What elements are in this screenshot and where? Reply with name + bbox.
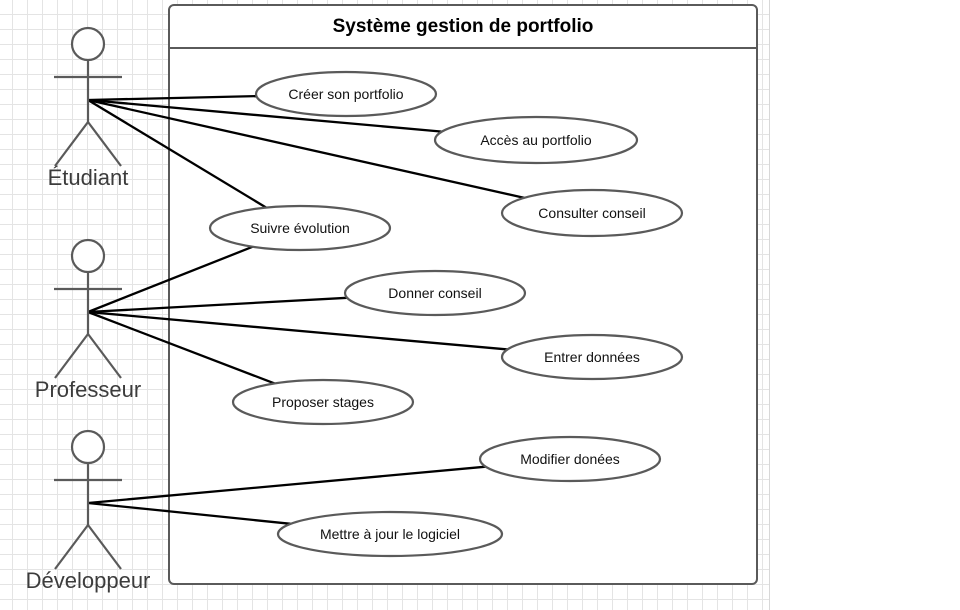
actor-left-leg (54, 121, 89, 167)
use-case-creer[interactable]: Créer son portfolio (254, 70, 438, 118)
use-case-acces[interactable]: Accès au portfolio (433, 115, 639, 165)
use-case-label: Modifier donées (520, 451, 620, 467)
use-case-modifier[interactable]: Modifier donées (478, 435, 662, 483)
associations-layer (87, 94, 525, 525)
use-case-label: Entrer données (544, 349, 640, 365)
use-case-ellipse (276, 510, 504, 558)
use-case-label: Créer son portfolio (288, 86, 403, 102)
actor-label-etudiant: Étudiant (48, 165, 129, 190)
actor-head (70, 26, 106, 62)
use-case-ellipse (254, 70, 438, 118)
association-developpeur-modifier[interactable] (87, 465, 486, 505)
actor-professeur[interactable] (54, 238, 122, 379)
actor-right-leg (87, 121, 122, 167)
use-case-donner[interactable]: Donner conseil (343, 269, 527, 317)
use-case-label: Proposer stages (272, 394, 374, 410)
use-case-ellipse (478, 435, 662, 483)
association-developpeur-mettre[interactable] (87, 501, 291, 525)
system-header: Système gestion de portfolio (170, 6, 756, 49)
use-case-consulter[interactable]: Consulter conseil (500, 188, 684, 238)
use-case-proposer[interactable]: Proposer stages (231, 378, 415, 426)
use-case-ellipse (500, 188, 684, 238)
use-case-ellipse (343, 269, 527, 317)
actor-left-leg (54, 333, 89, 379)
actor-right-leg (87, 333, 122, 379)
actor-label-developpeur: Développeur (26, 568, 151, 593)
actor-left-leg (54, 524, 89, 570)
system-title: Système gestion de portfolio (332, 15, 594, 37)
use-case-label: Mettre à jour le logiciel (320, 526, 460, 542)
association-etudiant-consulter[interactable] (87, 98, 525, 199)
association-etudiant-suivre[interactable] (87, 99, 267, 209)
use-case-ellipse (433, 115, 639, 165)
use-case-ellipse (500, 333, 684, 381)
association-professeur-entrer[interactable] (87, 310, 508, 351)
actor-etudiant[interactable] (54, 26, 122, 167)
association-professeur-suivre[interactable] (87, 245, 254, 314)
association-professeur-proposer[interactable] (87, 310, 275, 385)
use-case-entrer[interactable]: Entrer données (500, 333, 684, 381)
use-case-ellipse (208, 204, 392, 252)
use-case-label: Suivre évolution (250, 220, 350, 236)
use-case-suivre[interactable]: Suivre évolution (208, 204, 392, 252)
use-case-ellipse (231, 378, 415, 426)
association-professeur-donner[interactable] (87, 296, 348, 314)
use-case-label: Consulter conseil (538, 205, 645, 221)
use-case-label: Accès au portfolio (480, 132, 591, 148)
actor-head (70, 238, 106, 274)
association-etudiant-acces[interactable] (87, 98, 443, 133)
actor-head (70, 429, 106, 465)
use-case-mettre[interactable]: Mettre à jour le logiciel (276, 510, 504, 558)
use-case-label: Donner conseil (388, 285, 481, 301)
actor-label-professeur: Professeur (35, 377, 141, 402)
actor-developpeur[interactable] (54, 429, 122, 570)
actor-right-leg (87, 524, 122, 570)
association-etudiant-creer[interactable] (87, 94, 257, 102)
canvas-edge (769, 0, 770, 610)
